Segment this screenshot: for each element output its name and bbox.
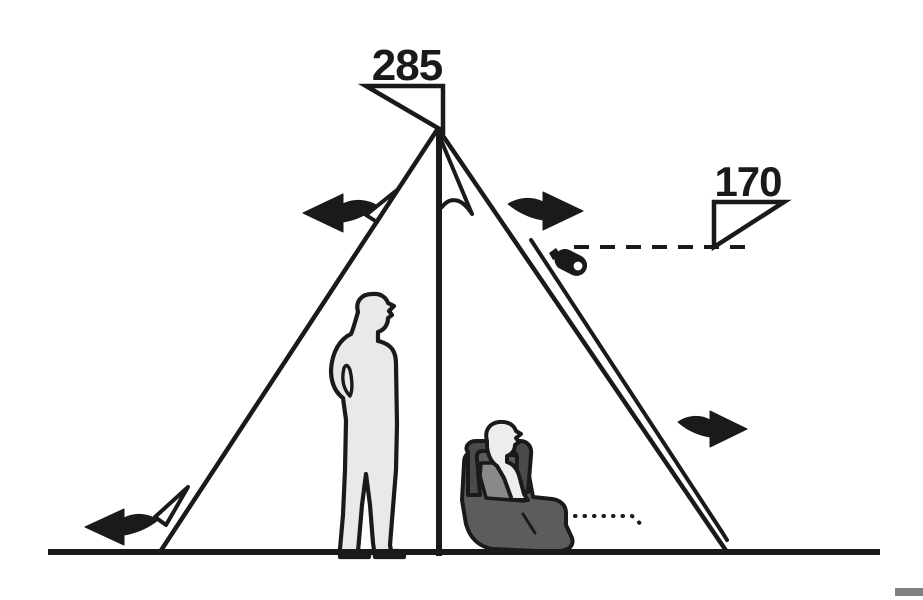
cord-lock-toggle[interactable] — [549, 245, 591, 279]
vent-arrow-upper-left — [302, 193, 379, 233]
arrow-right-shape — [677, 410, 748, 448]
left-upper-tensioner-icon — [364, 188, 399, 224]
inner-door-flap — [439, 138, 474, 216]
standing-person — [328, 291, 407, 560]
left-lower-tensioner-icon — [153, 485, 190, 527]
vent-arrow-upper-right — [507, 191, 584, 231]
peak-height-value: 285 — [372, 41, 443, 90]
right-wall-outer-line — [436, 127, 730, 555]
vent-arrow-lower-left — [84, 508, 159, 546]
seated-person-in-camp-chair — [460, 419, 575, 553]
vent-arrow-lower-right — [677, 410, 748, 448]
inner-height-value: 170 — [714, 158, 781, 205]
dimension-inner-height: 170 — [711, 158, 792, 252]
bottom-right-gray-bar — [895, 588, 923, 596]
standing-person-body — [328, 291, 407, 560]
standing-person-arm-gap — [341, 363, 354, 398]
toggle-hole — [573, 261, 583, 271]
toggle-tail — [549, 248, 561, 260]
tent-left-wall — [153, 127, 440, 555]
arrow-left-shape — [302, 193, 379, 233]
seated-knee-dotted-line — [573, 514, 647, 530]
inner-height-triangle-icon — [711, 199, 792, 252]
seated-person-head-and-chest — [484, 419, 530, 502]
peak-height-triangle-icon — [357, 83, 446, 135]
right-wall-foot-cap — [720, 530, 729, 542]
right-wall-inner-line — [529, 238, 724, 534]
arrow-right-shape — [507, 191, 584, 231]
knee-dotted-path — [573, 514, 647, 530]
door-flap-outline — [439, 138, 474, 216]
arrow-left-shape — [84, 508, 159, 546]
dimension-peak-height: 285 — [357, 41, 446, 135]
knee-crease — [521, 512, 537, 535]
tent-right-wall — [436, 127, 730, 555]
